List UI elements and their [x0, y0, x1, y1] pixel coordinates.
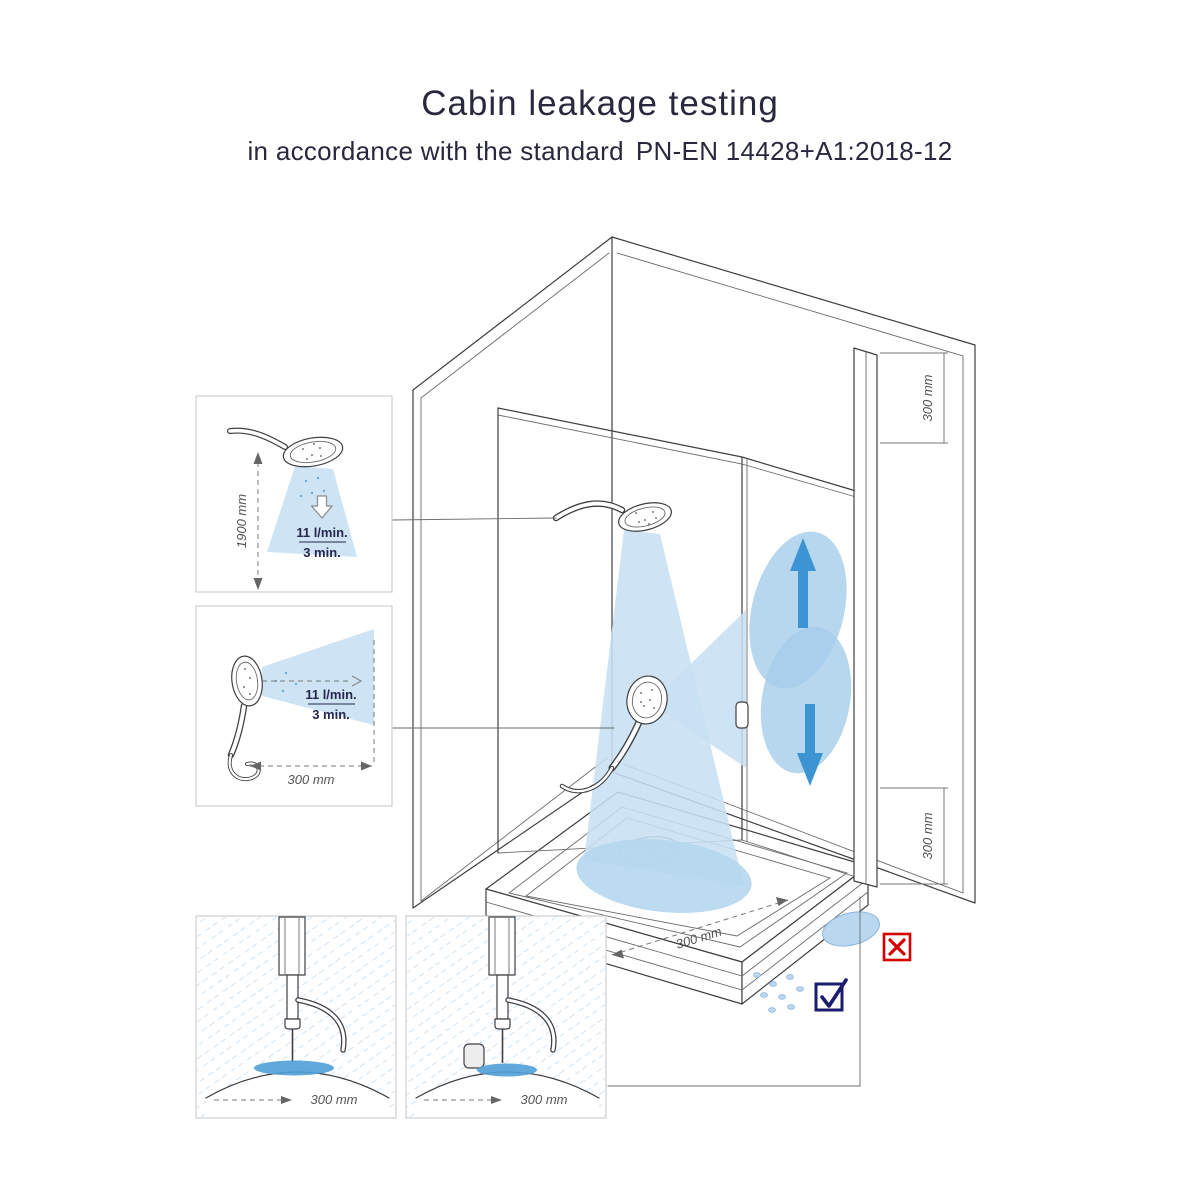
door-handle — [735, 701, 749, 729]
dim-distance-label: 300 mm — [311, 1092, 358, 1107]
dimension-bottom-right: 300 mm — [880, 787, 948, 885]
standard-code: PN-EN 14428+A1:2018-12 — [635, 136, 953, 166]
dimension-top-right: 300 mm — [880, 352, 948, 444]
glass-seal-detail — [278, 916, 347, 1063]
dim-distance-label: 300 mm — [288, 772, 335, 787]
dim-height-label: 1900 mm — [234, 494, 249, 548]
showerhead-handheld-icon — [559, 675, 668, 794]
inset-seal-drip-left-panel: 300 mm — [195, 915, 397, 1119]
water-droplets — [753, 972, 804, 1013]
spray-direction-arrow-icon — [351, 675, 363, 687]
tray-edge-section — [206, 1072, 389, 1117]
connector-lines — [391, 517, 861, 1087]
flow-rate-label: 11 l/min. — [296, 525, 347, 540]
page-subtitle: in accordance with the standard PN-EN 144… — [0, 136, 1200, 167]
glass-seal-detail — [488, 916, 557, 1063]
flow-rate-label: 11 l/min. — [305, 687, 356, 702]
dim-top-right-label: 300 mm — [920, 374, 935, 421]
up-arrow-icon — [790, 538, 816, 628]
inset-vertical-spray-panel: 1900 mm 11 l/min. 3 min. — [195, 395, 393, 593]
spray-cone-horizontal — [664, 610, 746, 768]
down-arrow-icon — [797, 704, 823, 786]
tray-edge-section — [416, 1072, 599, 1117]
water-puddle-small — [254, 1060, 334, 1076]
pass-checkbox — [814, 978, 848, 1012]
gasket-block — [463, 1043, 485, 1069]
x-icon — [888, 938, 906, 956]
subtitle-text: in accordance with the standard — [247, 136, 624, 166]
dim-distance-label: 300 mm — [521, 1092, 568, 1107]
water-puddle-small — [477, 1063, 537, 1077]
connector-top-spray — [391, 517, 557, 521]
page-header: Cabin leakage testing in accordance with… — [0, 84, 1200, 167]
showerhead-top-icon — [552, 500, 672, 532]
page-title: Cabin leakage testing — [421, 84, 779, 123]
fail-checkbox — [882, 932, 912, 962]
water-puddle — [822, 911, 880, 947]
dim-bottom-right-label: 300 mm — [920, 812, 935, 859]
inset-seal-drip-right-panel: 300 mm — [405, 915, 607, 1119]
duration-label: 3 min. — [312, 707, 350, 722]
check-icon — [820, 978, 848, 1008]
arrow-down-outline-icon — [310, 495, 333, 519]
connector-seal-detail — [607, 896, 861, 1087]
inset-horizontal-spray-panel: 11 l/min. 3 min. 300 mm — [195, 605, 393, 807]
glass-wall-profile — [853, 347, 878, 888]
duration-label: 3 min. — [303, 545, 341, 560]
inset-showerhead-side-icon — [227, 655, 263, 782]
inset-showerhead-top-icon — [227, 427, 344, 468]
